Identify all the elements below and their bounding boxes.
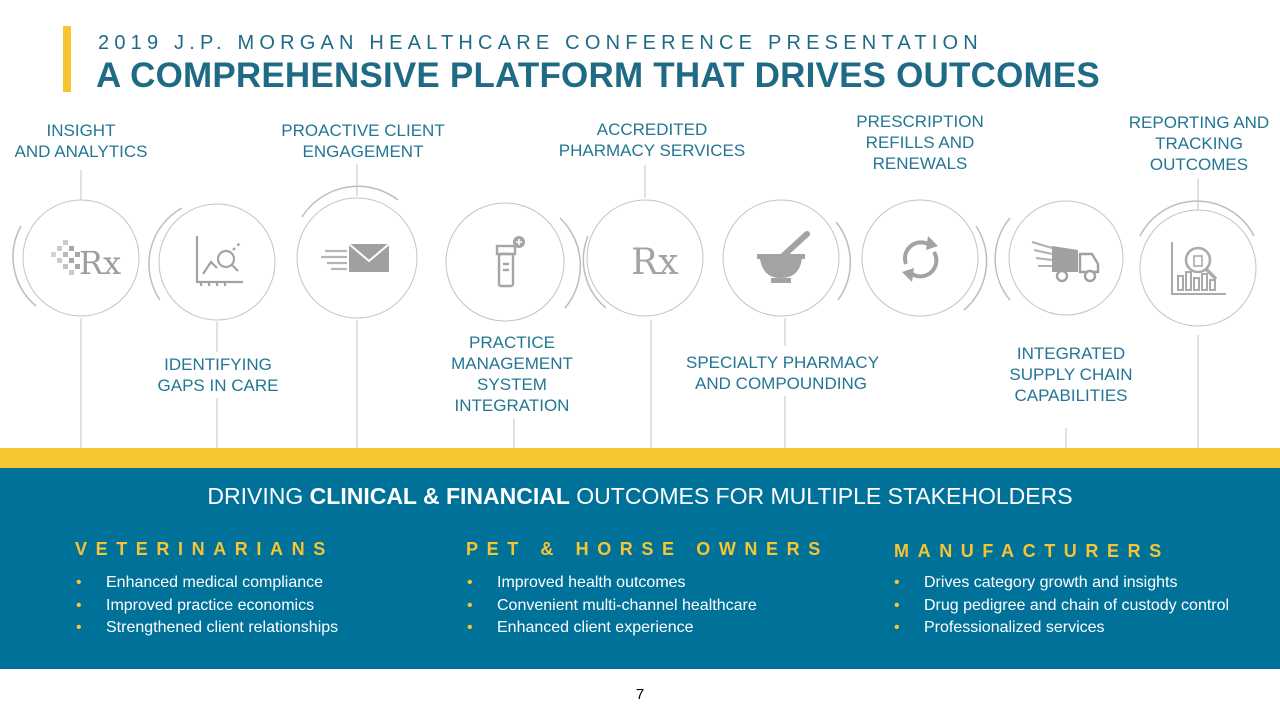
svg-text:Rx: Rx [631, 242, 678, 283]
list-item: Improved practice economics [76, 595, 338, 618]
label-identifying-gaps-in-care: IDENTIFYING GAPS IN CARE [157, 355, 279, 395]
title-accent-bar [63, 26, 71, 92]
rx-symbol-icon: Rx [605, 218, 685, 298]
circle-1 [12, 199, 140, 317]
manufacturers-title: MANUFACTURERS [894, 541, 1170, 561]
label-reporting-tracking-outcomes: REPORTING AND TRACKING OUTCOMES [1128, 113, 1270, 174]
presentation-supertitle: 2019 J.P. MORGAN HEALTHCARE CONFERENCE P… [98, 32, 983, 54]
circle-4 [445, 202, 582, 322]
label-accredited-pharmacy-services: ACCREDITED PHARMACY SERVICES [558, 120, 746, 160]
pet-horse-owners-benefits-list: Improved health outcomes Convenient mult… [467, 572, 757, 640]
veterinarians-benefits-list: Enhanced medical compliance Improved pra… [76, 572, 338, 640]
outcomes-headline: DRIVING CLINICAL & FINANCIAL OUTCOMES FO… [207, 483, 1073, 509]
list-item: Improved health outcomes [467, 572, 757, 595]
circle-3 [296, 185, 418, 319]
label-prescription-refills-renewals: PRESCRIPTION REFILLS AND RENEWALS [856, 112, 984, 173]
circle-5 [582, 199, 704, 317]
list-item: Enhanced client experience [467, 617, 757, 640]
refresh-cycle-icon [880, 218, 960, 298]
veterinarians-title: VETERINARIANS [75, 539, 334, 559]
list-item: Drug pedigree and chain of custody contr… [894, 595, 1229, 618]
list-item: Professionalized services [894, 617, 1229, 640]
mortar-pestle-icon [741, 218, 821, 298]
label-integrated-supply-chain: INTEGRATED SUPPLY CHAIN CAPABILITIES [1009, 344, 1133, 405]
circle-6 [722, 199, 852, 317]
envelope-icon [317, 218, 397, 298]
circle-2 [148, 203, 276, 321]
list-item: Drives category growth and insights [894, 572, 1229, 595]
pill-bottle-icon [465, 222, 545, 302]
magnifier-chart-icon [177, 222, 257, 302]
list-item: Strengthened client relationships [76, 617, 338, 640]
circle-9 [1139, 200, 1257, 327]
list-item: Convenient multi-channel healthcare [467, 595, 757, 618]
circle-7 [861, 199, 988, 317]
slide-title: A COMPREHENSIVE PLATFORM THAT DRIVES OUT… [96, 56, 1100, 95]
delivery-truck-icon [1026, 218, 1106, 298]
svg-text:Rx: Rx [79, 244, 121, 282]
label-insight-analytics: INSIGHT AND ANALYTICS [14, 121, 148, 161]
list-item: Enhanced medical compliance [76, 572, 338, 595]
report-magnifier-icon [1158, 228, 1238, 308]
label-specialty-pharmacy-compounding: SPECIALTY PHARMACY AND COMPOUNDING [686, 353, 880, 393]
pixel-rx-icon: Rx [41, 218, 121, 298]
page-number: 7 [635, 686, 645, 703]
circle-8 [994, 200, 1124, 316]
manufacturers-benefits-list: Drives category growth and insights Drug… [894, 572, 1229, 640]
label-proactive-client-engagement: PROACTIVE CLIENT ENGAGEMENT [281, 121, 445, 161]
yellow-divider-band [0, 448, 1280, 468]
label-practice-management-integration: PRACTICE MANAGEMENT SYSTEM INTEGRATION [451, 333, 573, 415]
pet-horse-owners-title: PET & HORSE OWNERS [466, 539, 829, 559]
